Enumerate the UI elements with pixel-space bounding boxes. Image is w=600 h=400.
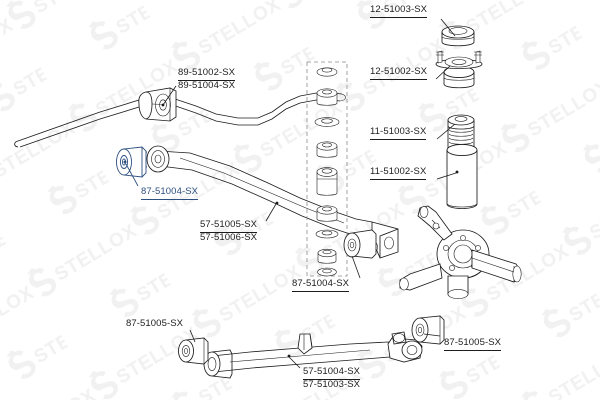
- label-89-51004-sx: 89-51004-SX: [178, 80, 236, 91]
- label-87-51005-sx-right: 87-51005-SX: [444, 337, 502, 351]
- label-87-51004-sx-lower: 87-51004-SX: [292, 278, 350, 292]
- label-57-51003-sx: 57-51003-SX: [303, 379, 361, 390]
- label-89-51002-sx: 89-51002-SX: [178, 67, 236, 81]
- label-87-51004-sx-highlighted[interactable]: 87-51004-SX: [141, 186, 199, 200]
- label-87-51005-sx-left: 87-51005-SX: [126, 318, 184, 329]
- label-11-51002-sx: 11-51002-SX: [370, 166, 427, 180]
- label-12-51003-sx: 12-51003-SX: [370, 4, 428, 18]
- label-57-51005-sx: 57-51005-SX: [200, 219, 258, 233]
- label-57-51004-sx: 57-51004-SX: [303, 366, 361, 380]
- label-11-51003-sx: 11-51003-SX: [370, 126, 427, 140]
- label-57-51006-sx: 57-51006-SX: [200, 232, 258, 243]
- label-12-51002-sx: 12-51002-SX: [370, 66, 428, 80]
